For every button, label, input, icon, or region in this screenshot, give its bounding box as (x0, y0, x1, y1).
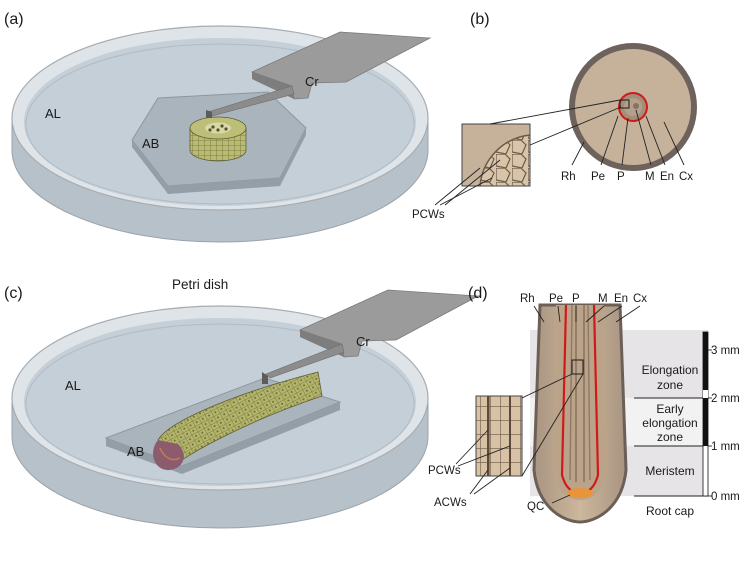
label-cr-c: Cr (356, 334, 370, 349)
zone-elongation-line2: zone (657, 378, 683, 392)
tissue-label-rh-b: Rh (561, 171, 576, 183)
inset-marker-d (571, 359, 584, 375)
tissue-label-en-b: En (660, 171, 674, 183)
scale-tick-2mm: 2 mm (711, 393, 740, 405)
panel-d: (d) Rh Pe P M En C (428, 285, 740, 524)
label-pcws-b: PCWs (412, 209, 445, 221)
panel-c: (c) AL AB Cr (4, 285, 480, 529)
root-longitudinal (532, 303, 628, 524)
label-qc: QC (527, 501, 544, 513)
quiescent-center (567, 488, 593, 498)
tissue-label-p-d: P (572, 293, 580, 305)
panel-b: (b) Rh Pe P M En Cx (412, 11, 697, 221)
root-sample-c (153, 371, 323, 471)
panel-label-b: (b) (470, 11, 490, 28)
tissue-label-pe-b: Pe (591, 171, 605, 183)
scale-tick-1mm: 1 mm (711, 441, 740, 453)
zone-early-line1: Early (656, 402, 683, 416)
tissue-label-m-b: M (645, 171, 655, 183)
tissue-label-rh-d: Rh (520, 293, 535, 305)
root-cross-section-sample (189, 116, 247, 162)
label-ab-a: AB (142, 136, 159, 151)
tissue-label-pe-d: Pe (549, 293, 563, 305)
cantilever-c[interactable] (262, 289, 480, 384)
panel-label-c: (c) (4, 285, 23, 302)
tissue-label-en-d: En (614, 293, 628, 305)
zone-early-line2: elongation (642, 416, 697, 430)
label-cr-a: Cr (305, 74, 319, 89)
zone-elongation-line1: Elongation (642, 363, 699, 377)
label-ab-c: AB (127, 444, 144, 459)
label-al-a: AL (45, 106, 61, 121)
zone-early-line3: zone (657, 430, 683, 444)
panel-label-a: (a) (4, 11, 24, 28)
tissue-label-cx-b: Cx (679, 171, 693, 183)
scale-bar (702, 331, 712, 497)
panel-label-d: (d) (468, 285, 488, 302)
label-acws-d: ACWs (434, 497, 467, 509)
tissue-label-m-d: M (598, 293, 608, 305)
cell-wall-inset-d (475, 395, 523, 477)
panel-a: (a) AL AB Cr (4, 11, 432, 243)
scale-tick-3mm: 3 mm (711, 345, 740, 357)
cantilever-a[interactable] (206, 31, 432, 118)
zone-meristem: Meristem (645, 464, 694, 478)
label-pcws-d: PCWs (428, 465, 461, 477)
tissue-label-p-b: P (617, 171, 625, 183)
label-al-c: AL (65, 378, 81, 393)
cell-wall-inset-b (461, 123, 531, 187)
root-cross-section (569, 43, 697, 171)
zone-root-cap: Root cap (646, 504, 694, 518)
tissue-label-cx-d: Cx (633, 293, 647, 305)
caption-petri-dish: Petri dish (172, 277, 228, 292)
scale-tick-0mm: 0 mm (711, 491, 740, 503)
